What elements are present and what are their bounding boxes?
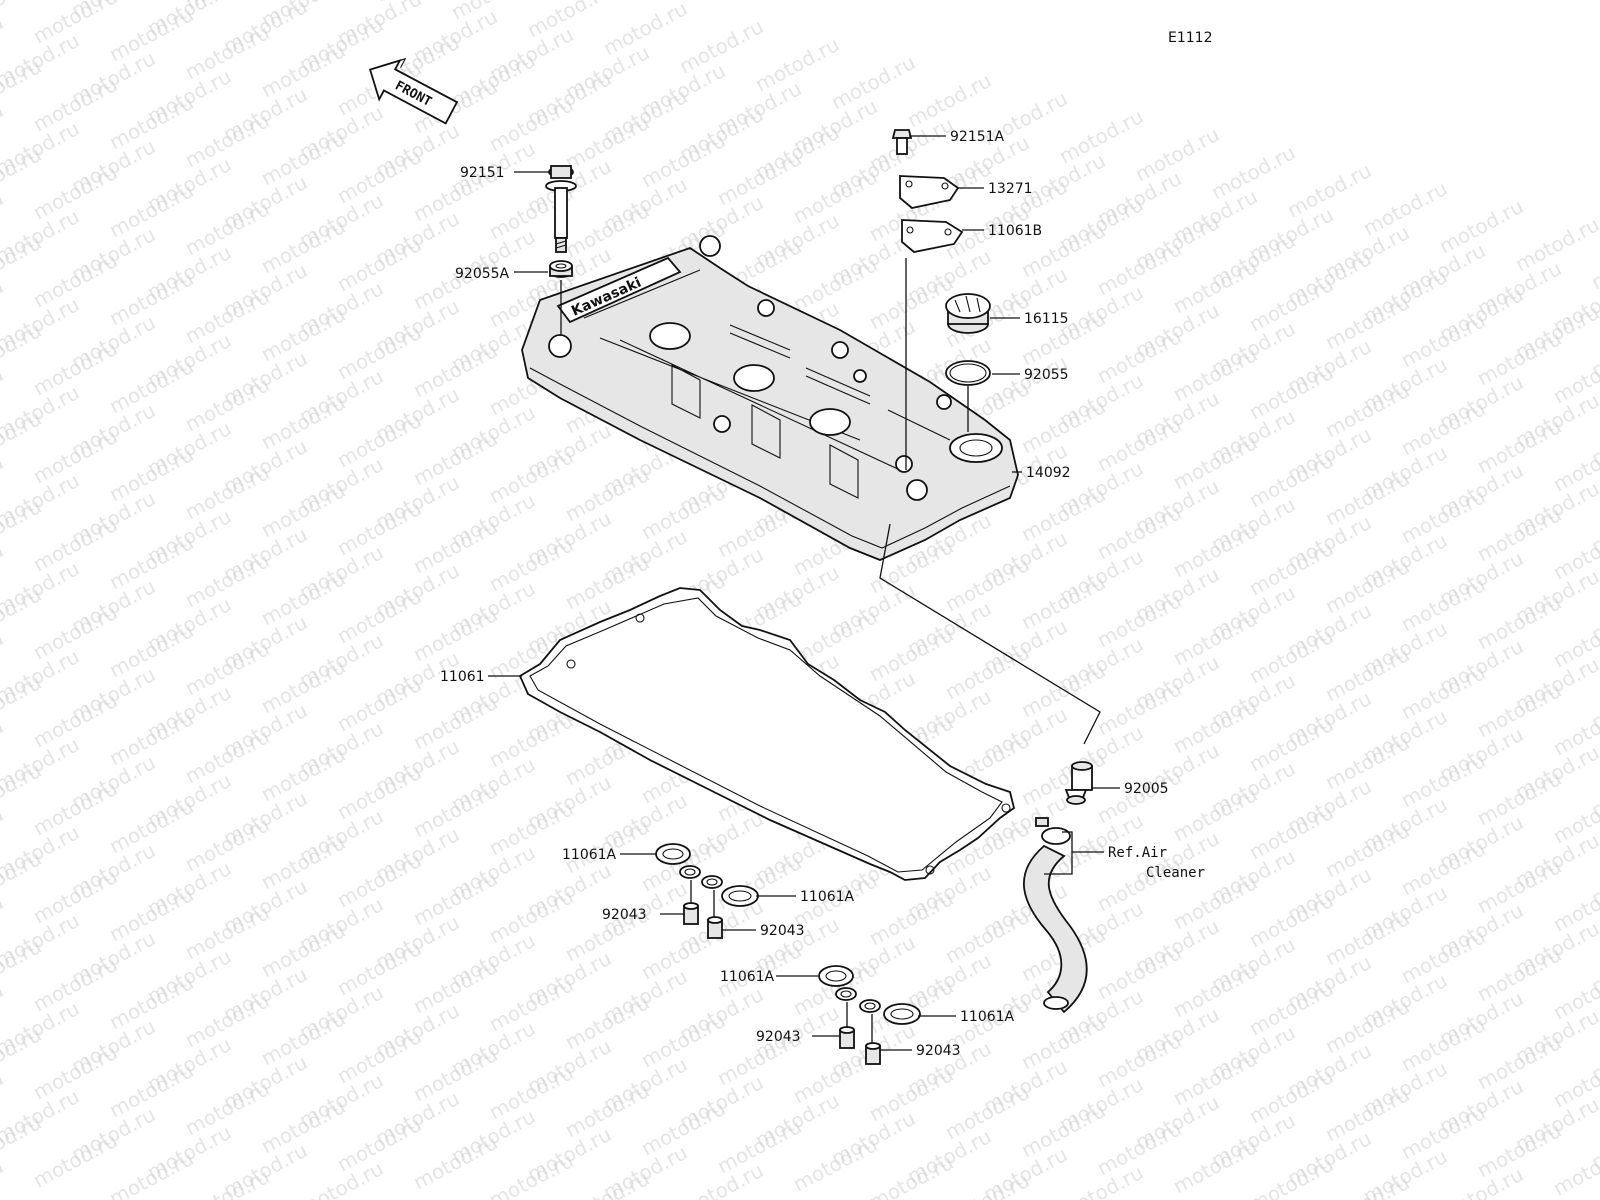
watermark-text: motod.ru bbox=[1549, 1136, 1600, 1200]
watermark-text: motod.ru bbox=[105, 1146, 197, 1200]
label-11061A-1b: 11061A bbox=[800, 889, 855, 905]
watermark-text: motod.ru bbox=[409, 1130, 501, 1194]
label-92151A: 92151A bbox=[950, 129, 1005, 145]
watermark-text: motod.ru bbox=[1245, 1152, 1337, 1200]
hose-clamp bbox=[1035, 817, 1071, 845]
watermark-text: motod.ru bbox=[789, 1132, 881, 1196]
diagram-code: E1112 bbox=[1168, 30, 1212, 46]
label-11061B: 11061B bbox=[988, 223, 1042, 239]
label-92151: 92151 bbox=[460, 165, 505, 181]
label-92055: 92055 bbox=[1024, 367, 1069, 383]
label-16115: 16115 bbox=[1024, 311, 1069, 327]
label-92043-1a: 92043 bbox=[602, 907, 647, 923]
label-11061A-2a: 11061A bbox=[720, 969, 775, 985]
watermark-text: motod.ru bbox=[865, 1150, 957, 1200]
label-92043-2a: 92043 bbox=[756, 1029, 801, 1045]
label-11061: 11061 bbox=[440, 669, 485, 685]
watermark-text: motod.ru bbox=[181, 1164, 273, 1200]
label-92005: 92005 bbox=[1124, 781, 1169, 797]
label-13271: 13271 bbox=[988, 181, 1033, 197]
label-92043-1b: 92043 bbox=[760, 923, 805, 939]
label-11061A-1a: 11061A bbox=[562, 847, 617, 863]
watermark-text: motod.ru bbox=[485, 1148, 577, 1200]
label-92055A: 92055A bbox=[455, 266, 510, 282]
watermark-text: motod.ru bbox=[0, 1154, 7, 1200]
label-11061A-2b: 11061A bbox=[960, 1009, 1015, 1025]
watermark-text: motod.ru bbox=[29, 1128, 121, 1192]
label-92043-2b: 92043 bbox=[916, 1043, 961, 1059]
oil-filler-cap bbox=[945, 293, 991, 334]
watermark-text: motod.ru bbox=[1169, 1134, 1261, 1198]
ref-line-2: Cleaner bbox=[1146, 865, 1205, 881]
oring-92055 bbox=[945, 360, 991, 386]
washer-92055A bbox=[549, 260, 573, 278]
ref-line-1: Ref.Air bbox=[1108, 845, 1167, 861]
label-14092: 14092 bbox=[1026, 465, 1071, 481]
